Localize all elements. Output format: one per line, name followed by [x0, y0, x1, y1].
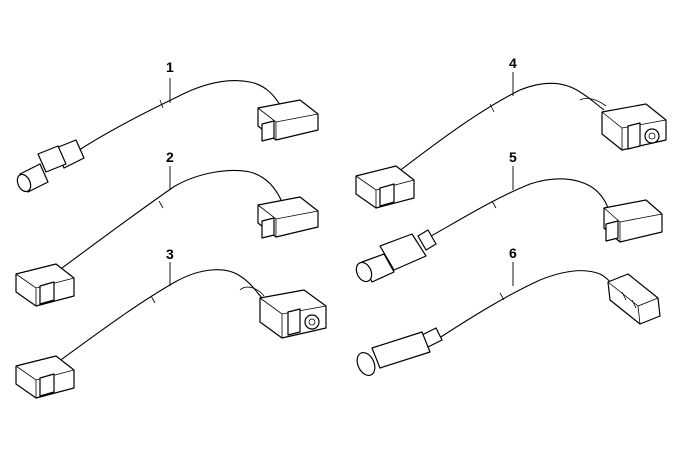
cable-1: [75, 80, 284, 153]
connector-4-right: [601, 103, 667, 151]
cable-tick-2: [158, 200, 164, 209]
plug-6-left: [356, 327, 443, 376]
cable-tick-6: [499, 292, 505, 301]
cable-2: [61, 169, 283, 269]
cable-assembly-2: [15, 166, 319, 307]
wire-split-3: [239, 286, 265, 297]
connector-2-right: [257, 196, 319, 239]
cable-5: [423, 178, 609, 241]
cable-4: [397, 82, 605, 173]
connector-6-right: [607, 273, 661, 325]
callout-1: 1: [166, 59, 174, 75]
plug-1-left: [16, 139, 85, 193]
cable-assembly-1: [16, 78, 319, 193]
callout-4: 4: [509, 55, 517, 71]
connector-5-right: [603, 199, 663, 243]
cable-assembly-4: [355, 72, 667, 209]
callout-2: 2: [166, 149, 174, 165]
cable-tick-1: [159, 99, 164, 109]
connector-3-right: [259, 289, 327, 339]
cable-tick-4: [489, 103, 495, 113]
connector-3-left: [15, 355, 75, 399]
wire-split-4: [579, 98, 607, 107]
cable-6: [429, 270, 617, 345]
cable-assembly-3: [15, 262, 327, 399]
connector-2-left: [15, 263, 75, 307]
cable-tick-3: [150, 295, 156, 304]
cable-assembly-6: [356, 262, 661, 376]
connector-1-right: [257, 99, 319, 142]
connector-4-left: [355, 165, 415, 209]
cable-tick-5: [491, 200, 497, 209]
callout-5: 5: [509, 149, 517, 165]
callout-3: 3: [166, 246, 174, 262]
plug-5-left: [355, 229, 437, 283]
cable-assembly-5: [355, 166, 663, 283]
callout-6: 6: [509, 245, 517, 261]
cable-3: [57, 269, 263, 363]
